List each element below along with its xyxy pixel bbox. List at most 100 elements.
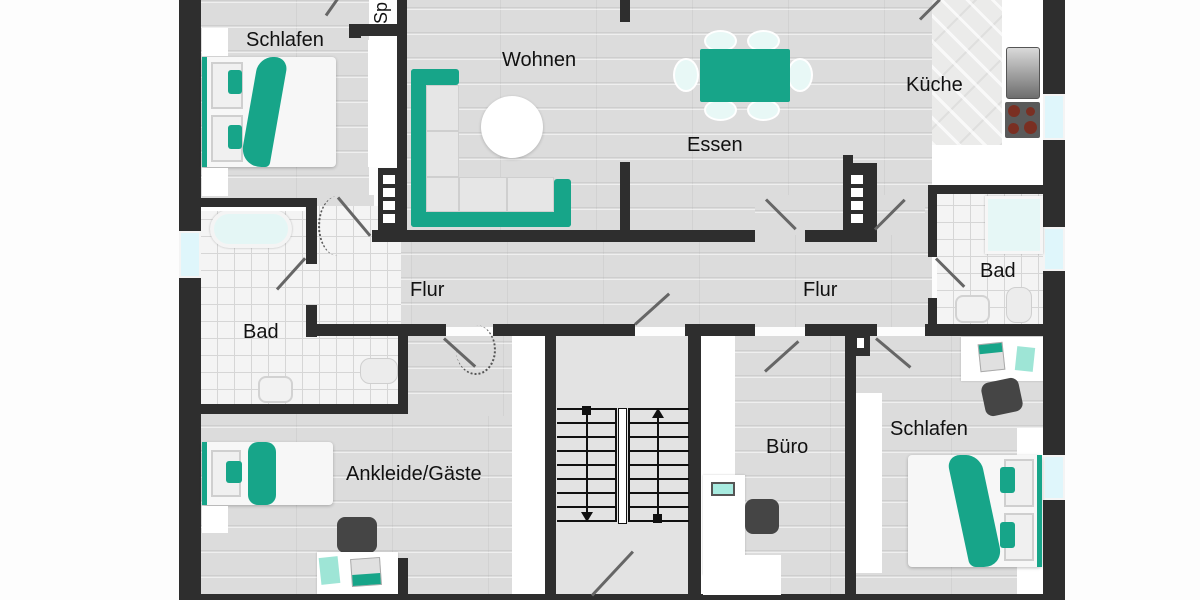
office-chair-ankleide	[337, 517, 377, 553]
dining-table	[700, 49, 790, 102]
single-blanket	[248, 442, 276, 505]
sofa-seat-4	[459, 177, 507, 212]
sofa-seat-5	[507, 177, 554, 212]
kitchen-lower	[932, 145, 1002, 185]
stair-up-arrow-icon	[652, 408, 664, 418]
office-chair-buero	[745, 499, 779, 534]
wall-bad-west-right	[306, 258, 317, 264]
wall-bad-east-left	[928, 185, 937, 257]
wall-bad-west-right2	[306, 305, 317, 337]
wall-wohnen-flur	[372, 230, 755, 242]
label-schlafen-nw: Schlafen	[246, 29, 324, 51]
laptop-se	[977, 341, 1006, 373]
window-bad-east	[1043, 227, 1065, 271]
dining-chair-6	[787, 58, 813, 92]
sofa-back-vertical	[411, 69, 426, 227]
laptop-se-screen	[978, 342, 1003, 355]
stair-up-end	[653, 514, 662, 523]
dining-chair-3	[704, 99, 737, 121]
laptop-screen	[352, 573, 381, 586]
single-bed	[202, 442, 333, 505]
monitor	[711, 482, 735, 496]
door-arc-ankleide	[456, 325, 496, 375]
wardrobe-ankleide	[512, 336, 545, 600]
label-bad-east: Bad	[980, 260, 1016, 282]
burner-1	[1008, 105, 1020, 117]
label-speisekammer: Sp	[371, 1, 391, 24]
wall-sp-h	[349, 24, 397, 36]
label-schlafen-se: Schlafen	[890, 418, 968, 440]
wardrobe-nw	[368, 40, 398, 167]
shaft-vent-nw	[383, 175, 395, 225]
desk-ankleide	[317, 552, 398, 594]
wall-sp-stub	[349, 24, 361, 38]
stair-handrail	[618, 408, 627, 524]
stair-down-arrow-icon	[581, 512, 593, 522]
burner-2	[1026, 107, 1035, 116]
wardrobe-se	[856, 393, 882, 573]
wall-partition-bottom	[620, 162, 630, 234]
desk-schlafen-se	[961, 337, 1043, 381]
sofa-arm-right	[554, 179, 571, 227]
window-schlafen-se	[1043, 455, 1065, 500]
single-pillow	[226, 461, 242, 483]
single-bed-headboard	[202, 442, 207, 505]
wall-bad-east-left2	[928, 298, 937, 328]
staircase	[557, 406, 689, 524]
shower-tray	[985, 196, 1043, 254]
kitchen-sink	[1006, 47, 1040, 99]
wall-outer-right	[1043, 0, 1065, 600]
bed-blanket-stripe	[239, 57, 289, 167]
shaft-vent-ne	[851, 175, 863, 225]
se-pillow-2	[1000, 522, 1015, 548]
stair-down-line	[586, 410, 588, 514]
label-ankleide: Ankleide/Gäste	[346, 463, 482, 485]
nightstand-nw-2	[202, 168, 228, 196]
wall-outer-left	[179, 0, 201, 600]
pillow-2	[228, 125, 242, 149]
corner-sofa	[411, 69, 571, 227]
wall-buero-schlafen	[845, 324, 856, 600]
nightstand-nw-1	[202, 28, 228, 56]
wall-stair-left	[545, 324, 556, 600]
dining-chair-4	[747, 99, 780, 121]
sofa-seat-2	[426, 131, 459, 177]
paper-se	[1014, 346, 1036, 372]
wall-flur-sw	[306, 324, 446, 336]
label-wohnen: Wohnen	[502, 49, 577, 71]
floor-flur	[316, 232, 932, 327]
label-flur-west: Flur	[410, 279, 445, 301]
wall-bad-west-bottom	[201, 404, 408, 414]
dining-chair-5	[673, 58, 699, 92]
round-coffee-table	[481, 96, 543, 158]
window-bad-west	[179, 231, 201, 278]
sofa-seat-1	[426, 85, 459, 131]
washbasin-east	[955, 295, 990, 323]
wall-shaft-ne	[843, 155, 853, 240]
stair-down-start	[582, 406, 591, 415]
burner-3	[1008, 123, 1019, 134]
bathtub	[210, 210, 292, 248]
label-essen: Essen	[687, 134, 743, 156]
paper-sheet	[318, 556, 341, 585]
stair-up-line	[657, 416, 659, 518]
wall-flur-bottom-e	[805, 324, 877, 336]
wall-flur-bottom-mid	[493, 324, 635, 336]
wall-stair-right	[688, 324, 701, 600]
wall-flur-bottom-mid2	[685, 324, 755, 336]
double-bed-se	[908, 455, 1042, 567]
window-kueche	[1043, 94, 1065, 140]
label-bad-west: Bad	[243, 321, 279, 343]
wall-bad-west-lower-right	[398, 324, 408, 412]
burner-4	[1024, 121, 1037, 134]
cooktop	[1005, 102, 1040, 138]
wall-bottom	[179, 594, 1065, 600]
bathtub-surround	[201, 207, 305, 211]
washbasin-west	[258, 376, 293, 403]
toilet-west	[360, 358, 398, 384]
bed-headboard	[202, 57, 207, 167]
floor-speisekammer	[369, 0, 397, 28]
floor-kueche	[932, 0, 1002, 145]
nightstand-ankleide	[202, 506, 228, 533]
